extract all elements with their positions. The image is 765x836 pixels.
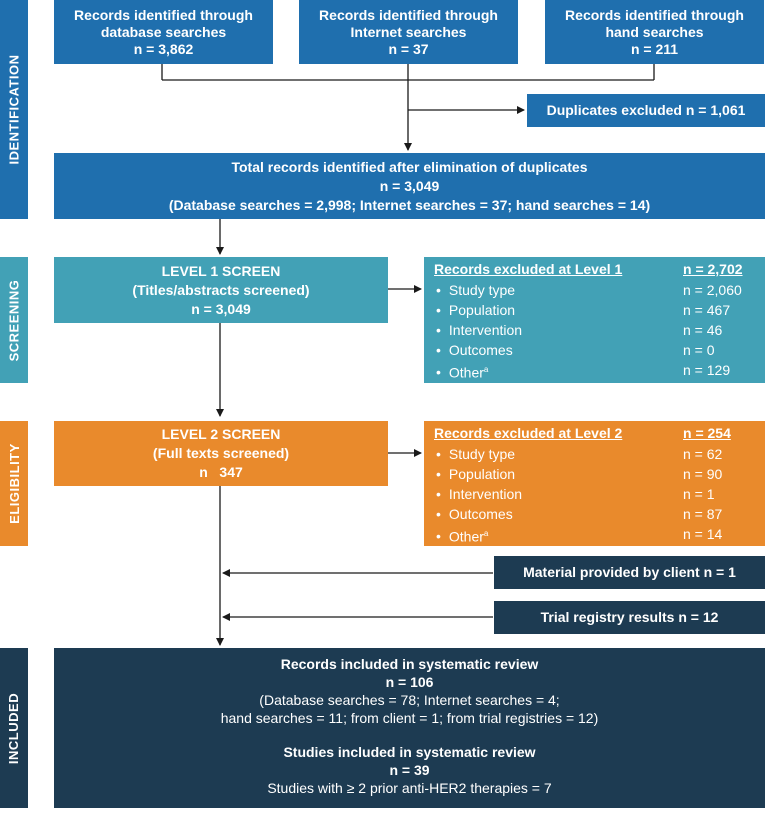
source-hand-box: Records identified through hand searches… (545, 0, 764, 64)
stage-eligibility: ELIGIBILITY (0, 421, 28, 546)
footnote-mark: a (483, 528, 489, 538)
source-internet-box: Records identified through Internet sear… (299, 0, 518, 64)
footnote-mark: a (483, 364, 489, 374)
trial-registry-box: Trial registry results n = 12 (494, 601, 765, 634)
stage-included: INCLUDED (0, 648, 28, 808)
stage-identification: IDENTIFICATION (0, 0, 28, 219)
client-material-box: Material provided by client n = 1 (494, 556, 765, 589)
included-box: Records included in systematic review n … (54, 648, 765, 808)
level2-excluded-box: Records excluded at Level 2 n = 254 Stud… (424, 421, 765, 546)
level1-excluded-header: Records excluded at Level 1 n = 2,702 (434, 261, 743, 277)
duplicates-box: Duplicates excluded n = 1,061 (527, 94, 765, 127)
stage-screening: SCREENING (0, 257, 28, 383)
level1-excluded-box: Records excluded at Level 1 n = 2,702 St… (424, 257, 765, 383)
level1-screen-box: LEVEL 1 SCREEN (Titles/abstracts screene… (54, 257, 388, 323)
level2-excluded-header: Records excluded at Level 2 n = 254 (434, 425, 731, 441)
level2-screen-box: LEVEL 2 SCREEN (Full texts screened) n 3… (54, 421, 388, 486)
source-database-box: Records identified through database sear… (54, 0, 273, 64)
total-records-box: Total records identified after eliminati… (54, 153, 765, 219)
